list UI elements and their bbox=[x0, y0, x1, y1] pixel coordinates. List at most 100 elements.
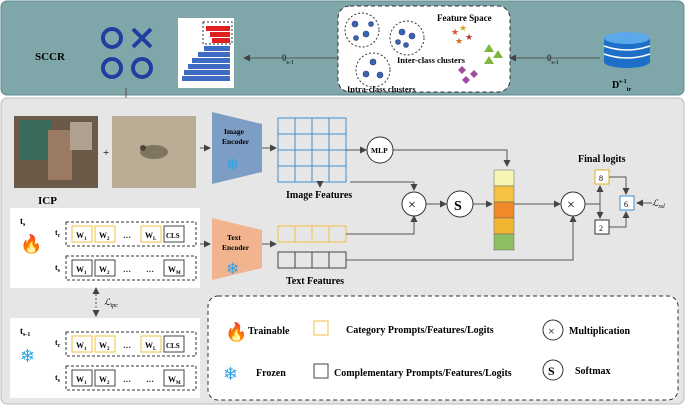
intra-class-label: Intra-class clusters bbox=[347, 84, 416, 94]
inter-class-label: Inter-class clusters bbox=[397, 55, 466, 65]
cur-comp-token-2: … bbox=[123, 265, 131, 274]
snowflake-icon: ❄ bbox=[226, 157, 239, 174]
legend-softmax-icon bbox=[542, 359, 564, 381]
cur-cat-token-4: CLS bbox=[166, 232, 180, 240]
legend-category-swatch bbox=[313, 320, 329, 336]
legend-multiply-icon bbox=[542, 319, 564, 341]
plus-sign: + bbox=[103, 147, 109, 159]
prompt-row-previous-category: W1 W2 … WL CLS bbox=[71, 335, 185, 353]
prev-cat-token-box-1 bbox=[94, 335, 116, 353]
svg-text:★: ★ bbox=[451, 27, 459, 37]
fire-icon-legend: 🔥 bbox=[225, 321, 247, 342]
sccr-symbols bbox=[101, 27, 153, 79]
prev-cat-token-box-0 bbox=[71, 335, 93, 353]
prev-cat-token-2: … bbox=[123, 341, 131, 350]
snowflake-icon-text-encoder: ❄ bbox=[226, 261, 239, 278]
logit-bar bbox=[493, 169, 515, 251]
svg-text:ts: ts bbox=[20, 216, 26, 228]
svg-text:S: S bbox=[548, 364, 555, 378]
feature-space-box: Feature Space Inter-class clusters Intra… bbox=[337, 5, 511, 94]
icp-label: ICP bbox=[38, 195, 57, 207]
tpc-loss-label: ℒtpc bbox=[104, 297, 118, 309]
svg-text:S: S bbox=[454, 199, 462, 214]
prev-comp-token-box-1 bbox=[94, 369, 116, 387]
image-encoder bbox=[212, 112, 262, 184]
prev-comp-token-3: … bbox=[146, 375, 154, 384]
feature-space-title: Feature Space bbox=[437, 13, 492, 23]
prev-comp-token-box-0 bbox=[71, 369, 93, 387]
legend-complementary: Complementary Prompts/Features/Logits bbox=[334, 368, 512, 379]
prev-cat-token-3: WL bbox=[145, 341, 157, 352]
prev-cat-token-box-4 bbox=[163, 335, 185, 353]
ssl-loss-label: ℒssl bbox=[652, 198, 665, 210]
svg-text:8: 8 bbox=[599, 174, 603, 183]
cur-cat-token-3: WL bbox=[145, 231, 157, 242]
prompt-row-current-complementary: W1 W2 … … WM bbox=[71, 259, 185, 277]
dataset-label: Ds-1tr bbox=[612, 79, 632, 93]
sccr-label: SCCR bbox=[35, 51, 66, 63]
cur-cat-token-0: W1 bbox=[76, 231, 87, 242]
svg-text:6: 6 bbox=[624, 200, 628, 209]
cur-cat-token-box-0 bbox=[71, 225, 93, 243]
prev-comp-token-2: … bbox=[123, 375, 131, 384]
fire-icon: 🔥 bbox=[20, 233, 42, 254]
image-features-label: Image Features bbox=[286, 190, 352, 201]
svg-text:tc: tc bbox=[55, 228, 61, 239]
cur-comp-token-4: WM bbox=[168, 265, 181, 276]
snowflake-icon-prev: ❄ bbox=[20, 346, 35, 366]
cur-cat-token-1: W2 bbox=[99, 231, 110, 242]
cur-cat-token-box-3 bbox=[140, 225, 162, 243]
svg-text:ts: ts bbox=[55, 373, 61, 384]
svg-text:2: 2 bbox=[599, 224, 603, 233]
svg-text:×: × bbox=[548, 324, 555, 338]
svg-text:MLP: MLP bbox=[371, 146, 388, 155]
legend-multiplication: Multiplication bbox=[569, 326, 631, 337]
svg-text:★: ★ bbox=[465, 32, 473, 42]
cur-comp-token-box-1 bbox=[94, 259, 116, 277]
svg-text:×: × bbox=[567, 198, 575, 213]
prev-comp-token-0: W1 bbox=[76, 375, 87, 386]
cur-cat-token-2: … bbox=[123, 231, 131, 240]
svg-text:★: ★ bbox=[459, 23, 467, 33]
text-encoder bbox=[212, 218, 262, 280]
svg-text:×: × bbox=[408, 198, 416, 213]
legend-trainable: Trainable bbox=[248, 326, 290, 337]
dataset-icon bbox=[603, 32, 651, 68]
cur-cat-token-box-1 bbox=[94, 225, 116, 243]
svg-text:ts: ts bbox=[55, 263, 61, 274]
svg-text:★: ★ bbox=[455, 36, 463, 46]
cur-comp-token-3: … bbox=[146, 265, 154, 274]
snowflake-icon-legend: ❄ bbox=[223, 364, 238, 384]
prev-cat-token-1: W2 bbox=[99, 341, 110, 352]
prev-comp-token-box-4 bbox=[163, 369, 185, 387]
legend-box bbox=[207, 295, 679, 401]
final-logits-label: Final logits bbox=[578, 154, 626, 165]
svg-text:Encoder: Encoder bbox=[222, 243, 250, 252]
svg-text:Text: Text bbox=[227, 233, 241, 242]
cur-comp-token-box-0 bbox=[71, 259, 93, 277]
legend-frozen: Frozen bbox=[256, 368, 286, 379]
bar-chart-icon bbox=[178, 18, 234, 88]
input-image-2 bbox=[112, 116, 196, 188]
input-image-1 bbox=[14, 116, 98, 188]
legend-complementary-swatch bbox=[313, 363, 329, 379]
prompt-row-previous-complementary: W1 W2 … … WM bbox=[71, 369, 185, 387]
cur-comp-token-box-4 bbox=[163, 259, 185, 277]
prev-cat-token-4: CLS bbox=[166, 342, 180, 350]
cur-comp-token-1: W2 bbox=[99, 265, 110, 276]
legend-softmax: Softmax bbox=[575, 366, 611, 377]
svg-text:Encoder: Encoder bbox=[222, 137, 250, 146]
svg-text:ts-1: ts-1 bbox=[20, 326, 30, 338]
prompt-row-current-category: W1 W2 … WL CLS bbox=[71, 225, 185, 243]
prev-cat-token-box-3 bbox=[140, 335, 162, 353]
prev-cat-token-0: W1 bbox=[76, 341, 87, 352]
cur-cat-token-box-4 bbox=[163, 225, 185, 243]
prev-comp-token-1: W2 bbox=[99, 375, 110, 386]
svg-text:tc: tc bbox=[55, 338, 61, 349]
prev-comp-token-4: WM bbox=[168, 375, 181, 386]
svg-text:Image: Image bbox=[224, 127, 245, 136]
legend-category: Category Prompts/Features/Logits bbox=[346, 325, 494, 336]
cur-comp-token-0: W1 bbox=[76, 265, 87, 276]
text-features-label: Text Features bbox=[286, 276, 344, 287]
logit-out-box bbox=[619, 195, 635, 211]
